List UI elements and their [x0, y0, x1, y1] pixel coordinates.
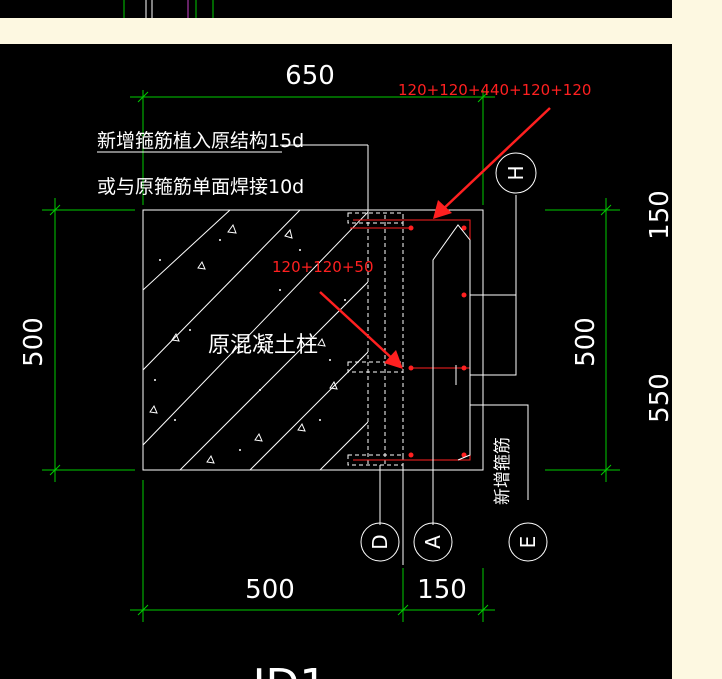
dimension-right-150: 150 [645, 190, 672, 240]
red-arrow-top [433, 107, 551, 219]
new-stirrup-label: 新增箍筋 [493, 437, 513, 505]
original-concrete-column [142, 209, 484, 471]
new-stirrups [350, 219, 471, 461]
concrete-hatch [143, 210, 368, 470]
note-implant-line2: 或与原箍筋单面焊接10d [97, 176, 304, 198]
cad-drawing-view[interactable]: H D A E [0, 44, 672, 679]
dimension-right-500: 500 [571, 317, 601, 367]
rebar-dots [408, 225, 467, 458]
cad-canvas[interactable]: H D A E [0, 44, 672, 679]
axis-leaders [280, 144, 529, 525]
red-note-top: 120+120+440+120+120 [398, 81, 591, 99]
aggregate-triangles [149, 223, 338, 464]
axis-label-e: E [516, 536, 540, 549]
column-label: 原混凝土柱 [208, 333, 318, 358]
drawing-title-partial: JD1 [250, 660, 328, 679]
axis-bubble-d[interactable]: D [360, 522, 400, 562]
axis-bubble-e[interactable]: E [508, 522, 548, 562]
axis-label-d: D [368, 534, 392, 549]
concrete-dots [154, 239, 346, 451]
dimension-top-650: 650 [285, 61, 335, 91]
dimension-bottom-150: 150 [417, 575, 467, 605]
dimension-left-500: 500 [19, 317, 49, 367]
dimension-right-550: 550 [645, 373, 672, 423]
top-strip-fragment [123, 0, 214, 18]
dimension-bottom-500: 500 [245, 575, 295, 605]
axis-bubble-a[interactable]: A [413, 522, 453, 562]
right-margin-panel [672, 0, 722, 679]
red-note-mid: 120+120+50 [272, 258, 373, 276]
existing-stirrup-dashed [347, 212, 404, 466]
viewport-top-strip [0, 0, 672, 18]
red-arrow-mid [319, 291, 403, 369]
axis-bubble-h[interactable]: H [495, 152, 537, 194]
new-tie-outline [379, 224, 471, 565]
dimension-lines [42, 90, 620, 622]
note-implant-line1: 新增箍筋植入原结构15d [97, 130, 304, 152]
axis-label-a: A [421, 535, 445, 549]
axis-label-h: H [504, 165, 528, 180]
